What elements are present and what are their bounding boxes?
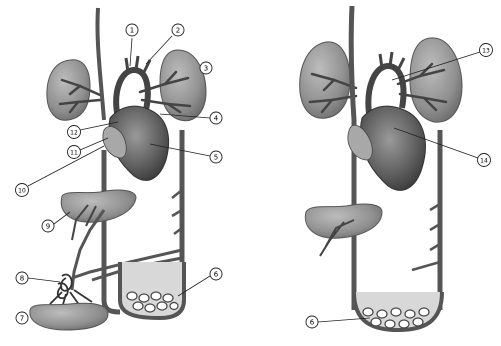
callout-4: 4 [214,115,219,123]
aortic-branch-stubs-2 [412,204,440,270]
callout-12: 12 [70,130,78,137]
callout-8: 8 [20,275,24,283]
callout-11: 11 [70,150,78,157]
callout-9: 9 [46,223,50,231]
callout-14: 14 [480,158,488,165]
callout-10: 10 [18,188,26,195]
inferior-vena-cava [104,150,120,312]
callout-1: 1 [130,27,134,35]
right-lung [160,50,206,121]
callout-3: 3 [204,65,208,73]
vena-cava-2 [351,6,354,310]
callout-7: 7 [20,315,24,323]
callout-5: 5 [214,154,218,162]
superior-vena-cava [97,8,104,120]
callout-13: 13 [482,48,490,55]
postnatal-circulation [300,6,462,330]
callout-6: 6 [214,271,219,279]
liver-2 [305,204,382,238]
placenta [30,303,108,330]
callout-6b: 6 [310,319,315,327]
left-lung [47,60,90,120]
callout-2: 2 [176,27,180,35]
